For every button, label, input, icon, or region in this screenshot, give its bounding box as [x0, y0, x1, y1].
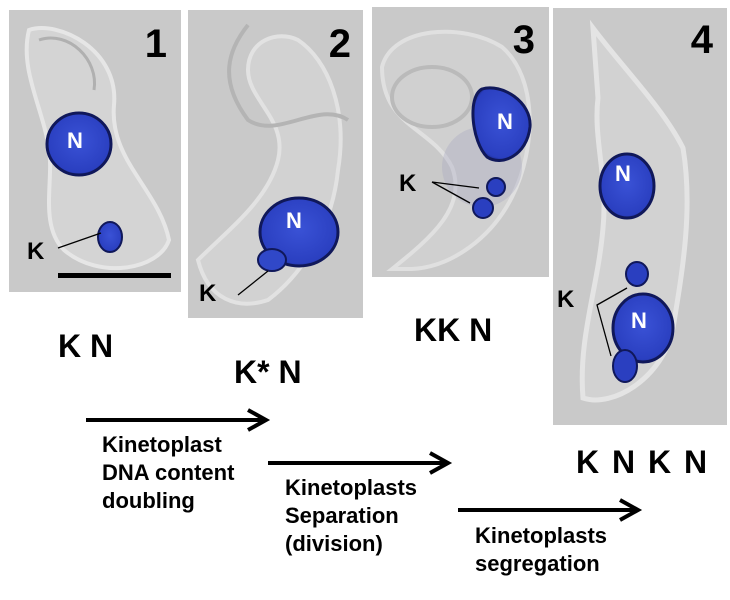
kinetoplast-label: K	[27, 238, 45, 265]
kinetoplast-shape	[472, 197, 494, 219]
cell-image-4	[553, 8, 727, 425]
label-line	[57, 232, 102, 249]
nucleus-shape	[45, 111, 113, 177]
kinetoplast-label: K	[557, 286, 575, 313]
micrograph-panel-2: 2 N K	[188, 10, 363, 318]
arrow-right-icon	[458, 498, 643, 522]
nucleus-label: N	[286, 208, 302, 233]
micrograph-panel-1: 1 N K	[9, 10, 181, 292]
nucleus-shape	[598, 152, 656, 220]
kinetoplast-shape	[486, 177, 506, 197]
step-description-1: Kinetoplast DNA content doubling	[102, 432, 235, 513]
label-line	[596, 287, 628, 357]
scale-bar	[58, 273, 171, 278]
nucleus-shape	[611, 292, 675, 364]
micrograph-panel-3: 3 N K	[372, 7, 549, 277]
micrograph-panel-4: 4 N N K	[553, 8, 727, 425]
nucleus-label: N	[497, 109, 513, 134]
step-description-3: Kinetoplasts segregation	[475, 523, 608, 576]
stage-label-3: KK N	[414, 312, 493, 348]
stage-label-2: K* N	[234, 354, 302, 390]
nucleus-label: N	[67, 128, 83, 153]
panel-number: 3	[512, 18, 535, 62]
kinetoplast-label: K	[399, 170, 417, 197]
cell-image-2	[188, 10, 363, 318]
kinetoplast-shape	[257, 248, 287, 272]
cell-image-1	[9, 10, 181, 292]
kinetoplast-shape	[625, 261, 649, 287]
stage-label-1: K N	[58, 328, 114, 364]
panel-number: 1	[144, 22, 167, 66]
kinetoplast-shape	[97, 221, 123, 253]
kinetoplast-label: K	[199, 280, 217, 307]
label-line	[431, 181, 471, 204]
nucleus-shape	[471, 86, 532, 162]
stage-label-4: K N K N	[576, 444, 708, 480]
panel-number: 2	[328, 22, 351, 66]
cell-image-3	[372, 7, 549, 277]
kinetoplast-shape	[612, 349, 638, 383]
step-description-2: Kinetoplasts Separation (division)	[285, 475, 418, 556]
nucleus-label: N	[631, 308, 647, 333]
label-line	[237, 270, 269, 296]
nucleus-shape	[258, 196, 340, 268]
label-line	[431, 181, 480, 189]
nucleus-label: N	[615, 161, 631, 186]
panel-number: 4	[690, 18, 713, 62]
arrow-right-icon	[268, 451, 453, 475]
arrow-right-icon	[86, 408, 271, 432]
